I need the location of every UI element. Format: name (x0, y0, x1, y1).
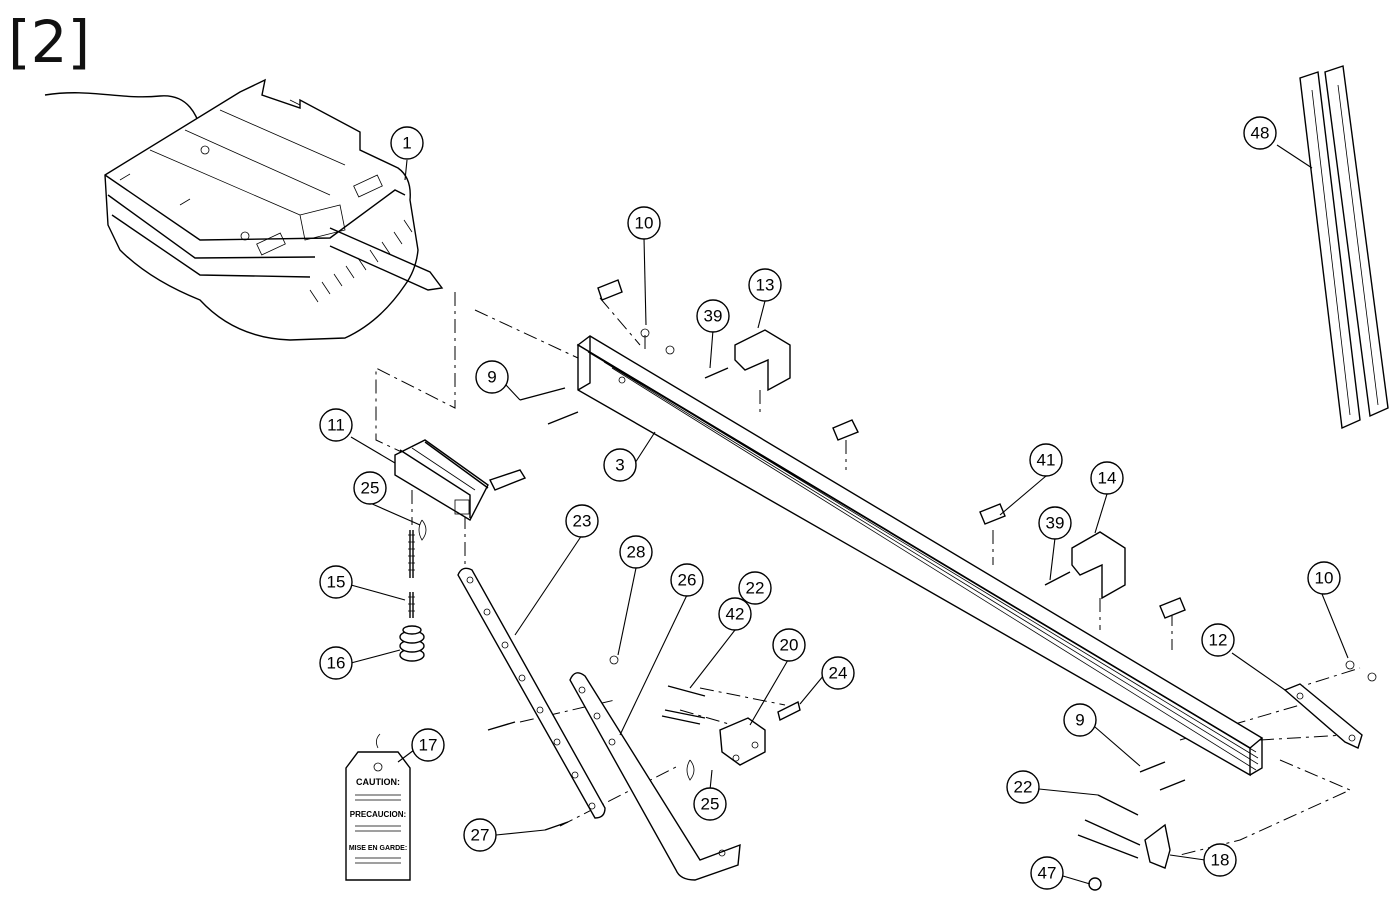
svg-text:10: 10 (1315, 569, 1334, 588)
callout-10: 10 (1307, 561, 1341, 595)
callout-26: 26 (670, 563, 704, 597)
callout-13: 13 (748, 268, 782, 302)
callout-10: 10 (627, 206, 661, 240)
svg-text:16: 16 (327, 654, 346, 673)
svg-text:12: 12 (1209, 631, 1228, 650)
callout-9: 9 (475, 360, 509, 394)
svg-text:26: 26 (678, 571, 697, 590)
svg-text:11: 11 (327, 416, 345, 435)
extension-brackets (1299, 65, 1389, 430)
svg-text:42: 42 (726, 605, 745, 624)
callout-24: 24 (821, 656, 855, 690)
callout-39: 39 (1038, 506, 1072, 540)
callout-47: 47 (1030, 856, 1064, 890)
callout-28: 28 (619, 535, 653, 569)
svg-text:25: 25 (701, 795, 720, 814)
svg-text:28: 28 (627, 543, 646, 562)
svg-text:39: 39 (1046, 514, 1065, 533)
svg-text:48: 48 (1251, 124, 1270, 143)
svg-text:41: 41 (1037, 451, 1056, 470)
header-bracket (609, 328, 1377, 891)
callout-39: 39 (696, 299, 730, 333)
callout-17: 17 (411, 728, 445, 762)
callout-42: 42 (718, 597, 752, 631)
callout-23: 23 (565, 504, 599, 538)
figure-label: [2] (8, 8, 91, 76)
svg-text:14: 14 (1098, 469, 1117, 488)
callout-1: 1 (390, 126, 424, 160)
svg-text:10: 10 (635, 214, 654, 233)
callout-9: 9 (1063, 703, 1097, 737)
callout-25: 25 (693, 787, 727, 821)
callout-15: 15 (319, 565, 353, 599)
svg-text:25: 25 (361, 479, 380, 498)
svg-text:3: 3 (615, 456, 624, 475)
spring-parts (399, 519, 695, 781)
svg-text:15: 15 (327, 573, 346, 592)
tag-mise-en-garde-text: MISE EN GARDE: (349, 845, 407, 852)
svg-text:9: 9 (1075, 711, 1084, 730)
door-bracket (487, 685, 801, 831)
svg-text:22: 22 (1014, 778, 1033, 797)
leader-lines (350, 144, 1349, 885)
svg-text:1: 1 (402, 134, 411, 153)
callout-18: 18 (1203, 843, 1237, 877)
svg-text:24: 24 (829, 664, 848, 683)
rail (576, 335, 1264, 777)
svg-text:47: 47 (1038, 864, 1057, 883)
svg-text:9: 9 (487, 368, 496, 387)
trolley (394, 439, 527, 521)
tag-precaucion-text: PRECAUCION: (350, 810, 406, 819)
svg-text:20: 20 (780, 636, 799, 655)
callout-20: 20 (772, 628, 806, 662)
callout-25: 25 (353, 471, 387, 505)
warning-tag: CAUTION: PRECAUCION: MISE EN GARDE: (345, 733, 411, 881)
motor-unit (44, 78, 444, 341)
assembly-lines (375, 292, 1361, 856)
door-arms (457, 567, 741, 881)
callout-41: 41 (1029, 443, 1063, 477)
callout-3: 3 (603, 448, 637, 482)
callout-48: 48 (1243, 116, 1277, 150)
svg-text:17: 17 (419, 736, 438, 755)
hanger-brackets (519, 279, 1186, 619)
tag-caution-text: CAUTION: (356, 777, 400, 787)
callout-22: 22 (1006, 770, 1040, 804)
callout-12: 12 (1201, 623, 1235, 657)
svg-text:13: 13 (756, 276, 775, 295)
callout-11: 11 (319, 408, 353, 442)
svg-text:27: 27 (471, 826, 490, 845)
callout-22: 22 (738, 571, 772, 605)
svg-text:18: 18 (1211, 851, 1230, 870)
svg-text:22: 22 (746, 579, 765, 598)
callout-27: 27 (463, 818, 497, 852)
callout-14: 14 (1090, 461, 1124, 495)
svg-text:39: 39 (704, 307, 723, 326)
svg-text:23: 23 (573, 512, 592, 531)
callout-16: 16 (319, 646, 353, 680)
